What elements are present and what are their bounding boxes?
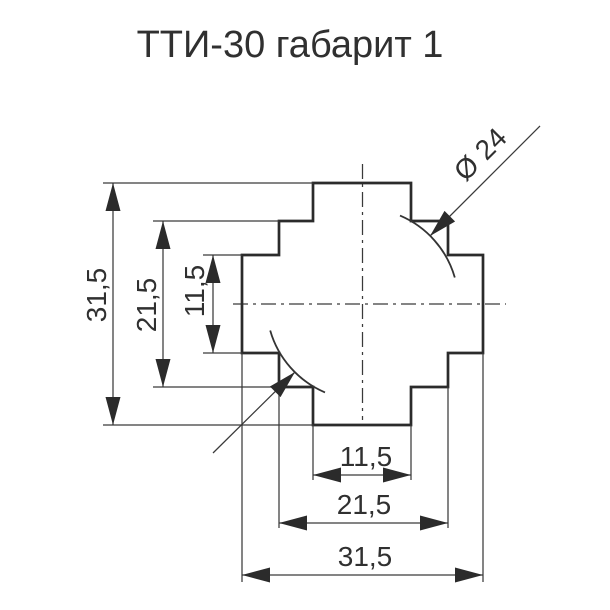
- arrowhead-down: [105, 397, 121, 425]
- arrowhead-right: [383, 467, 411, 483]
- page-title: ТТИ-30 габарит 1: [137, 24, 444, 66]
- dimension-label-left-middle: 21,5: [131, 278, 162, 333]
- arrowhead-up: [205, 255, 221, 283]
- arrowhead-left: [242, 567, 270, 583]
- dimension-label-bottom-middle: 21,5: [337, 489, 392, 520]
- arrowhead-leader-top: [430, 210, 456, 236]
- arrowhead-down: [155, 359, 171, 387]
- circle-arc-bottom-left: [269, 330, 326, 394]
- dimension-label-bottom-outer: 31,5: [338, 541, 393, 572]
- arrowhead-left: [279, 515, 307, 531]
- arrowhead-right: [455, 567, 483, 583]
- arrowhead-right: [420, 515, 448, 531]
- dimension-label-bottom-inner: 11,5: [340, 441, 392, 472]
- arrowhead-left: [313, 467, 341, 483]
- dimension-label-left-inner: 11,5: [179, 265, 210, 317]
- arrowhead-up: [155, 221, 171, 249]
- diameter-label: Ø 24: [448, 122, 513, 187]
- arrowhead-leader-bottom: [269, 372, 295, 398]
- circle-arc-top-right: [399, 214, 456, 278]
- arrowhead-up: [105, 183, 121, 211]
- arrowhead-down: [205, 325, 221, 353]
- dimension-label-left-outer: 31,5: [81, 268, 112, 323]
